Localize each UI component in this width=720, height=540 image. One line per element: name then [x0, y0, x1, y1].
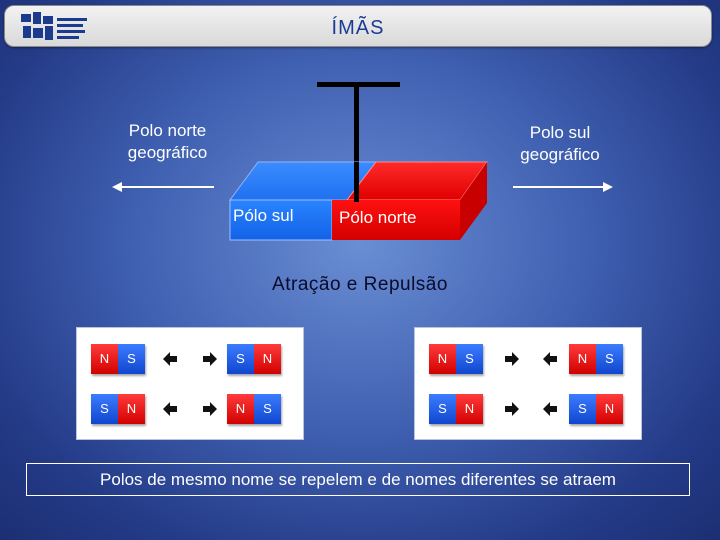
magnet-pole-label: S	[91, 394, 118, 424]
north-geo-label: Polo norte geográfico	[127, 121, 208, 162]
magnet-pole-label: S	[227, 344, 254, 374]
magnet-pole-label: S	[118, 344, 145, 374]
magnet: N S	[227, 394, 281, 424]
magnet-pole-label: N	[569, 344, 596, 374]
magnet-pole-label: N	[227, 394, 254, 424]
magnet-pole-label: N	[456, 394, 483, 424]
left-arrow-icon	[543, 402, 557, 416]
footer-statement: Polos de mesmo nome se repelem e de nome…	[26, 463, 690, 496]
pole-norte-label: Pólo norte	[339, 208, 417, 227]
title-bar: ÍMÃS	[4, 5, 712, 47]
left-arrow-icon	[543, 352, 557, 366]
magnet: S N	[91, 394, 145, 424]
magnet-pole-label: S	[596, 344, 623, 374]
magnet: S N	[569, 394, 623, 424]
page-title: ÍMÃS	[331, 17, 385, 39]
magnet-pole-label: S	[569, 394, 596, 424]
south-geo-label: Polo sul geográfico	[520, 123, 600, 164]
pole-sul-label: Pólo sul	[233, 206, 294, 225]
magnet-pole-label: N	[118, 394, 145, 424]
magnet-pole-label: S	[456, 344, 483, 374]
magnet-pole-label: N	[91, 344, 118, 374]
logo-icon	[21, 12, 87, 40]
magnet-pole-label: N	[429, 344, 456, 374]
magnet: N S	[569, 344, 623, 374]
right-arrow-icon	[505, 402, 519, 416]
section-subtitle: Atração e Repulsão	[272, 274, 448, 295]
left-arrow-icon	[163, 352, 177, 366]
magnet: N S	[429, 344, 483, 374]
magnet: S N	[429, 394, 483, 424]
right-arrow-icon	[505, 352, 519, 366]
attraction-panel: N S N S S N S N	[414, 327, 642, 440]
right-arrow-icon	[203, 402, 217, 416]
magnet-pole-label: N	[254, 344, 281, 374]
left-arrow-icon	[163, 402, 177, 416]
magnet-pole-label: N	[596, 394, 623, 424]
magnet-pole-label: S	[254, 394, 281, 424]
repulsion-panel: N S S N S N N S	[76, 327, 304, 440]
right-arrow-icon	[203, 352, 217, 366]
magnet: S N	[227, 344, 281, 374]
magnet-pole-label: S	[429, 394, 456, 424]
suspended-magnet	[229, 82, 488, 241]
magnet: N S	[91, 344, 145, 374]
